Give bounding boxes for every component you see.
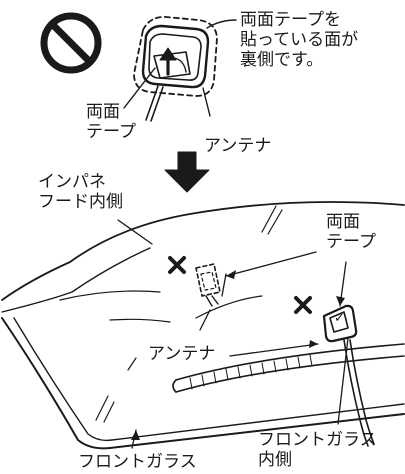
antenna-wrong-position (195, 251, 317, 331)
tape-label-right: 両面 テープ (326, 212, 376, 252)
tape-side-note: 両面テープを 貼っている面が 裏側です。 (240, 10, 359, 70)
antenna-label-top: アンテナ (204, 136, 272, 156)
leader-arrowheads (131, 270, 345, 440)
wrong-mark-icon (168, 256, 312, 314)
dash-inner-label: インパネ フード内側 (38, 172, 123, 212)
down-arrow-icon (164, 151, 210, 193)
antenna-top-drawing (123, 16, 237, 122)
prohibit-icon (40, 12, 102, 74)
antenna-label-bottom: アンテナ (148, 344, 216, 364)
ok-mark-icon: ✓ (334, 311, 345, 326)
tape-label-top: 両面 テープ (86, 102, 136, 142)
antenna-correct-position (131, 261, 375, 449)
windshield-label: フロントガラス (78, 452, 197, 472)
windshield-inner-label: フロントガラス 内側 (258, 430, 377, 470)
car-interior-drawing (1, 201, 405, 450)
